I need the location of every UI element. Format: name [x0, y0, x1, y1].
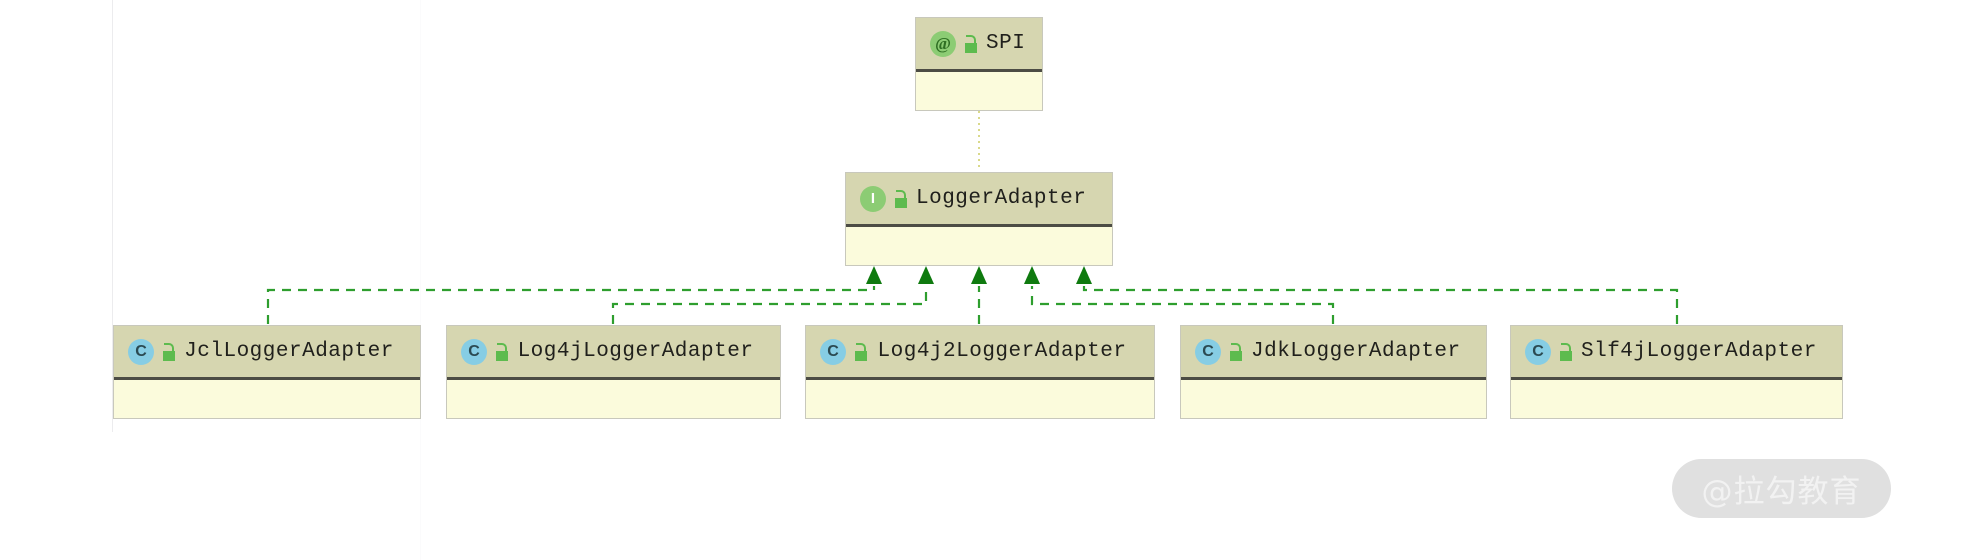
- node-spi-members: [916, 72, 1042, 110]
- node-slf4jloggeradapter-title: Slf4jLoggerAdapter: [1581, 340, 1817, 363]
- node-loggeradapter[interactable]: I LoggerAdapter: [845, 172, 1113, 266]
- node-log4jloggeradapter[interactable]: C Log4jLoggerAdapter: [446, 325, 781, 419]
- node-log4jloggeradapter-members: [447, 380, 780, 418]
- node-jdkloggeradapter-header: C JdkLoggerAdapter: [1181, 326, 1486, 380]
- canvas-guide-rule-1: [420, 0, 421, 560]
- class-c-icon: C: [820, 338, 846, 365]
- watermark: @拉勾教育: [1672, 459, 1891, 518]
- node-jdkloggeradapter-title: JdkLoggerAdapter: [1251, 340, 1461, 363]
- node-log4jloggeradapter-title: Log4jLoggerAdapter: [517, 340, 754, 363]
- open-padlock-icon: [853, 342, 870, 362]
- node-jdkloggeradapter-members: [1181, 380, 1486, 418]
- node-jclloggeradapter-header: C JclLoggerAdapter: [114, 326, 420, 380]
- open-padlock-icon: [1228, 342, 1245, 362]
- canvas-left-rule: [112, 0, 113, 432]
- open-padlock-icon: [963, 34, 980, 54]
- node-log4jloggeradapter-header: C Log4jLoggerAdapter: [447, 326, 780, 380]
- node-jclloggeradapter[interactable]: C JclLoggerAdapter: [113, 325, 421, 419]
- class-c-icon: C: [1195, 338, 1221, 365]
- open-padlock-icon: [161, 342, 178, 362]
- class-c-icon: C: [461, 338, 487, 365]
- annotation-at-icon: @: [930, 30, 956, 57]
- edge-jdkloggeradapter: [1030, 286, 1335, 324]
- edge-slf4jloggeradapter: [1082, 286, 1679, 324]
- node-spi[interactable]: @ SPI: [915, 17, 1043, 111]
- node-jclloggeradapter-members: [114, 380, 420, 418]
- node-log4j2loggeradapter-header: C Log4j2LoggerAdapter: [806, 326, 1154, 380]
- node-slf4jloggeradapter-header: C Slf4jLoggerAdapter: [1511, 326, 1842, 380]
- interface-i-icon: I: [860, 185, 886, 212]
- node-jclloggeradapter-title: JclLoggerAdapter: [184, 340, 394, 363]
- node-log4j2loggeradapter-title: Log4j2LoggerAdapter: [877, 340, 1127, 363]
- node-loggeradapter-members: [846, 227, 1112, 265]
- node-loggeradapter-header: I LoggerAdapter: [846, 173, 1112, 227]
- edge-log4jloggeradapter: [611, 286, 928, 324]
- node-slf4jloggeradapter[interactable]: C Slf4jLoggerAdapter: [1510, 325, 1843, 419]
- realization-arrowheads: [866, 266, 1092, 284]
- node-log4j2loggeradapter[interactable]: C Log4j2LoggerAdapter: [805, 325, 1155, 419]
- class-c-icon: C: [128, 338, 154, 365]
- open-padlock-icon: [893, 189, 910, 209]
- node-log4j2loggeradapter-members: [806, 380, 1154, 418]
- edge-jclloggeradapter: [266, 286, 876, 324]
- node-spi-title: SPI: [986, 32, 1026, 55]
- node-slf4jloggeradapter-members: [1511, 380, 1842, 418]
- node-loggeradapter-title: LoggerAdapter: [916, 187, 1087, 210]
- node-jdkloggeradapter[interactable]: C JdkLoggerAdapter: [1180, 325, 1487, 419]
- class-c-icon: C: [1525, 338, 1551, 365]
- open-padlock-icon: [1558, 342, 1575, 362]
- open-padlock-icon: [494, 342, 511, 362]
- node-spi-header: @ SPI: [916, 18, 1042, 72]
